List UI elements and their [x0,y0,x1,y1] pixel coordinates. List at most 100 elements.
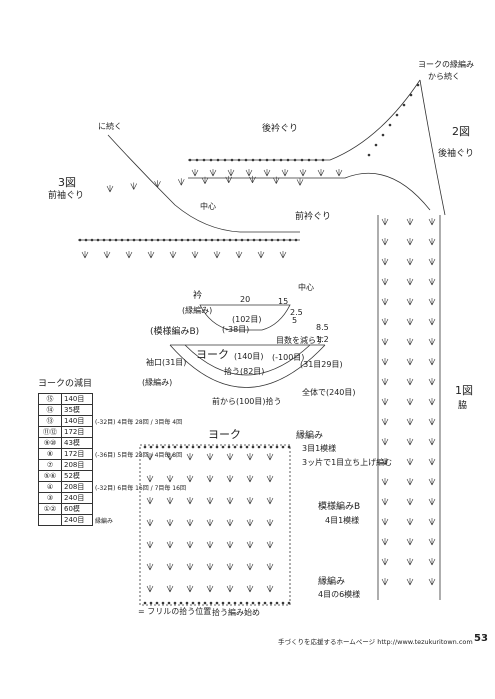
yoke-ring-outer [169,344,326,388]
stitch-mark [233,601,237,605]
stitch-mark [428,218,436,226]
dim85-label: 8.5 [316,323,329,332]
yoke-pick-label: ヨークの縁編み [418,60,474,69]
decrease-row-number: ⑧ [38,448,62,460]
stitch-mark [287,601,291,605]
cuff31-label: 袖口(31目) [146,358,187,367]
stitch-mark [381,318,389,326]
stitch-mark [381,558,389,566]
stitch-mark [276,238,280,242]
stitch-mark [215,601,219,605]
stitch-mark [428,238,436,246]
stitch-mark [166,475,174,483]
stitch-mark [381,278,389,286]
stitch-mark [275,445,279,449]
stitch-mark [428,318,436,326]
stitch-mark [263,445,267,449]
stitch-mark [252,238,256,242]
stitch-mark [245,169,253,177]
pattern-b-note: 模様編みB [318,502,361,512]
stitch-mark [173,601,177,605]
stitch-mark [245,445,249,449]
stitch-mark [270,238,274,242]
stitch-mark [230,158,234,162]
st38-label: (-38目) [222,325,250,334]
stitch-mark [206,563,214,571]
stitch-mark [169,251,177,259]
decrease-row-stitches: 172目 [61,448,93,460]
stitch-mark [266,497,274,505]
stitch-mark [388,123,392,127]
stitch-mark [161,445,165,449]
stitch-mark [149,445,153,449]
stitch-mark [167,601,171,605]
stitch-mark [409,93,413,97]
stitch-mark [185,445,189,449]
stitch-mark [406,378,414,386]
st100-label: (-100目) [272,353,305,362]
stitch-mark [381,298,389,306]
decrease-row-note [93,427,189,438]
stitch-mark [225,175,233,184]
edge-rows: 3目1模様 [302,444,337,453]
fig2-lower-edge [188,172,431,211]
stitch-mark [269,445,273,449]
stitch-mark [186,238,190,242]
stitch-mark [287,445,291,449]
decrease-row-stitches: 208目 [61,459,93,471]
stitch-mark [90,238,94,242]
front-neck-label: 前衿ぐり [295,212,332,222]
stitch-mark [209,445,213,449]
stitch-mark [246,475,254,483]
stitch-mark [317,169,325,177]
stitch-mark [149,601,153,605]
stitch-mark [406,238,414,246]
stitch-mark [146,585,154,593]
stitch-mark [402,103,406,107]
stitch-mark [195,158,199,162]
stitch-mark [155,445,159,449]
stitch-mark [216,238,220,242]
pick82-label: 拾う(82目) [224,367,265,376]
decrease-row-stitches: 140目 [61,415,93,427]
decrease-row-stitches: 43模 [61,437,93,449]
stitch-mark [186,519,194,527]
stitch-mark [288,238,292,242]
stitch-mark [428,458,436,466]
stitch-mark [381,578,389,586]
stitch-mark [154,180,161,188]
stitch-mark [257,251,265,259]
decrease-row-note [93,394,189,405]
stitch-mark [428,558,436,566]
stitch-mark [428,538,436,546]
stitch-mark [299,169,307,177]
stitch-mark [263,169,271,177]
stitch-mark [191,169,199,177]
decrease-row-note [93,471,189,482]
stitch-marks [78,83,436,605]
stitch-mark [146,453,154,461]
decrease-row-note [93,493,189,504]
stitch-mark [281,169,289,177]
stitch-mark [146,519,154,527]
stitch-mark [146,497,154,505]
stitch-mark [381,338,389,346]
stitch-mark [138,238,142,242]
stitch-mark [146,541,154,549]
stitch-mark [215,445,219,449]
decrease-row-number: ⑪⑫ [38,426,62,438]
yoke-chart-frame [139,444,291,606]
stitch-mark [272,158,276,162]
stitch-mark [143,601,147,605]
stitch-mark [279,158,283,162]
stitch-mark [162,238,166,242]
stitch-mark [227,169,235,177]
stitch-mark [406,358,414,366]
pattern-b-label: (模様編みB) [150,327,200,337]
stitch-mark [239,445,243,449]
cuff29-label: (31目29目) [300,360,343,369]
stitch-mark [381,418,389,426]
